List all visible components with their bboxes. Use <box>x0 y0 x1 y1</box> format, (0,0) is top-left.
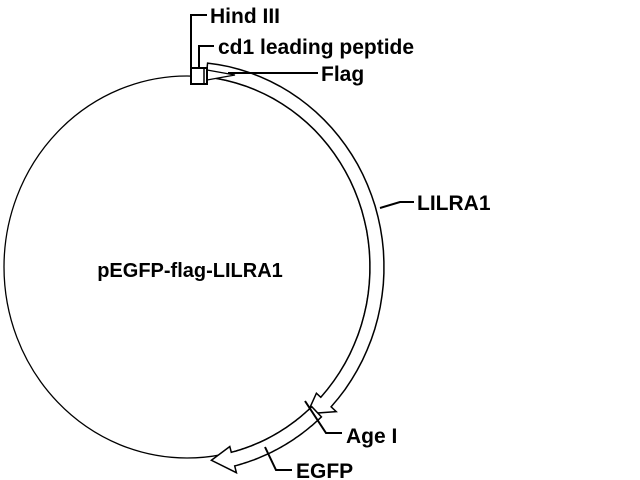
label-hind3: Hind III <box>210 5 280 28</box>
label-flag: Flag <box>321 63 364 86</box>
label-lilra1: LILRA1 <box>417 192 491 215</box>
label-agei: Age I <box>346 425 397 448</box>
lilra1-arrow <box>205 62 385 415</box>
agei-leader <box>304 400 342 434</box>
label-cd1-leading-peptide: cd1 leading peptide <box>218 36 414 59</box>
label-egfp: EGFP <box>296 460 353 480</box>
hind3-leader <box>190 14 207 68</box>
egfp-arrow <box>209 405 323 475</box>
lilra1-leader <box>379 201 414 209</box>
egfp-leader <box>264 446 292 471</box>
plasmid-name: pEGFP-flag-LILRA1 <box>97 260 283 282</box>
cd1-leader <box>198 45 214 68</box>
